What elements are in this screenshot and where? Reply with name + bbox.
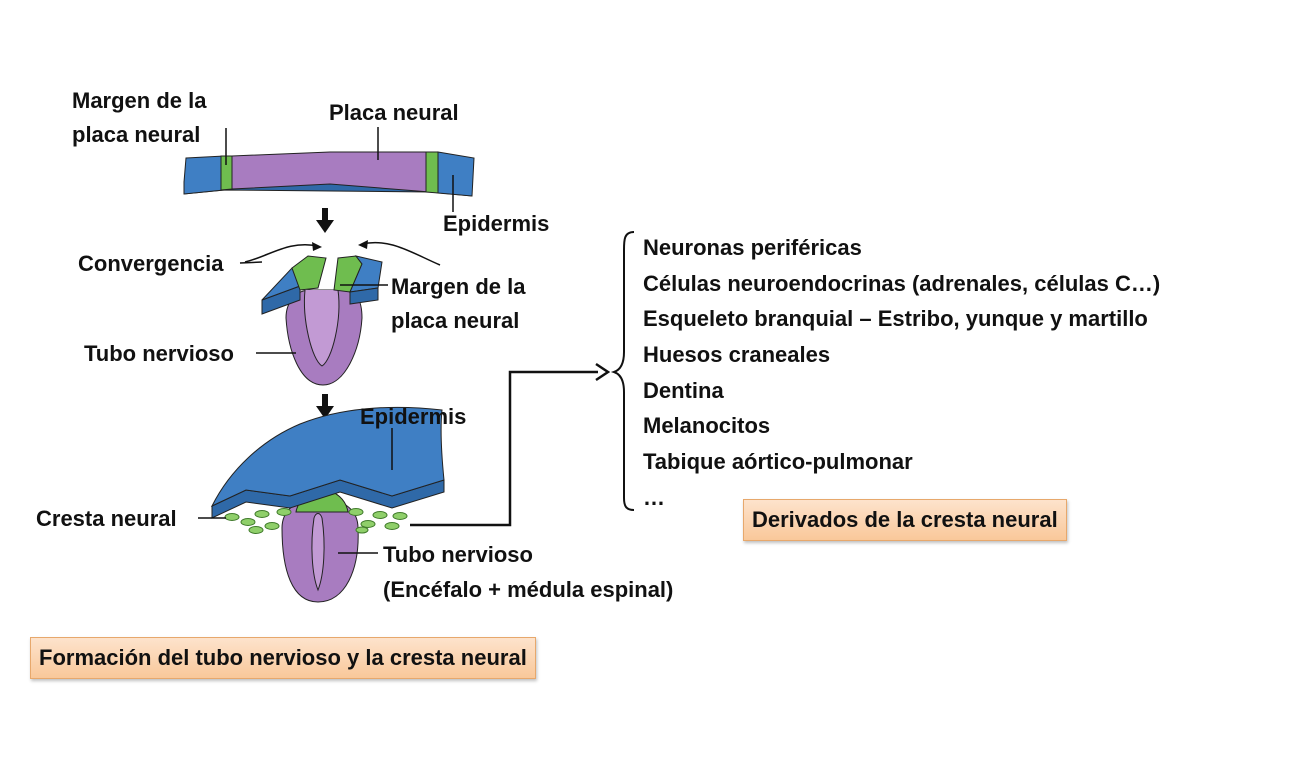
crest-cell — [276, 508, 292, 516]
down-arrow-2 — [316, 394, 334, 419]
crest-cell — [240, 518, 256, 526]
leader-convergencia — [239, 261, 263, 264]
curly-brace — [610, 231, 635, 511]
label-placa-neural: Placa neural — [329, 100, 459, 125]
label-convergencia: Convergencia — [78, 251, 224, 276]
down-arrow-1 — [316, 208, 334, 233]
neural-tube-lumen — [311, 513, 325, 592]
crest-cell — [355, 526, 369, 534]
formacion-title-box: Formación del tubo nervioso y la cresta … — [30, 637, 536, 679]
list-item: Dentina — [643, 377, 724, 403]
connector-arrowhead — [595, 362, 611, 382]
crest-cell — [254, 510, 270, 518]
convergence-arrow-right — [361, 241, 441, 266]
label-tubo-nervioso-bottom: Tubo nervioso — [383, 542, 533, 567]
stage-convergence — [239, 240, 441, 386]
crest-cell — [384, 522, 400, 530]
connector-arrow — [410, 370, 598, 527]
stage-neural-tube — [198, 406, 445, 603]
crest-cell — [264, 522, 280, 530]
list-item: Neuronas periféricas — [643, 235, 862, 260]
list-item: Huesos craneales — [643, 342, 831, 368]
list-item: Tabique aórtico-pulmonar — [643, 449, 913, 475]
epidermis-right — [437, 151, 475, 197]
label-epidermis-top: Epidermis — [443, 211, 550, 236]
crest-cell — [392, 512, 408, 520]
crest-cell — [224, 513, 240, 521]
groove-lumen — [303, 289, 340, 367]
crest-cell — [248, 526, 264, 534]
convergence-arrow-left — [244, 244, 319, 263]
derivatives-list: Neuronas periféricas Células neuroendocr… — [643, 230, 1160, 516]
epidermis-sheet-top — [210, 406, 445, 508]
neural-margin-right — [425, 151, 439, 194]
derivados-title-box: Derivados de la cresta neural — [743, 499, 1067, 541]
label-epidermis-bottom: Epidermis — [360, 404, 467, 429]
label-cresta-neural: Cresta neural — [36, 506, 177, 531]
epidermis-left — [183, 155, 225, 195]
list-item: … — [643, 484, 665, 510]
fold-left-margin — [291, 255, 327, 291]
stage-neural-plate — [183, 127, 475, 212]
list-item: Esqueleto branquial – Estribo, yunque y … — [643, 306, 1148, 332]
crest-cell — [360, 520, 376, 528]
list-item: Melanocitos — [643, 413, 771, 439]
crest-cell — [372, 511, 388, 519]
label-encefalo-medula: (Encéfalo + médula espinal) — [383, 577, 674, 602]
crest-cell — [348, 508, 364, 516]
label-tubo-nervioso-mid: Tubo nervioso — [84, 341, 234, 366]
fold-right-side — [349, 287, 379, 305]
list-item: Células neuroendocrinas (adrenales, célu… — [643, 270, 1161, 296]
